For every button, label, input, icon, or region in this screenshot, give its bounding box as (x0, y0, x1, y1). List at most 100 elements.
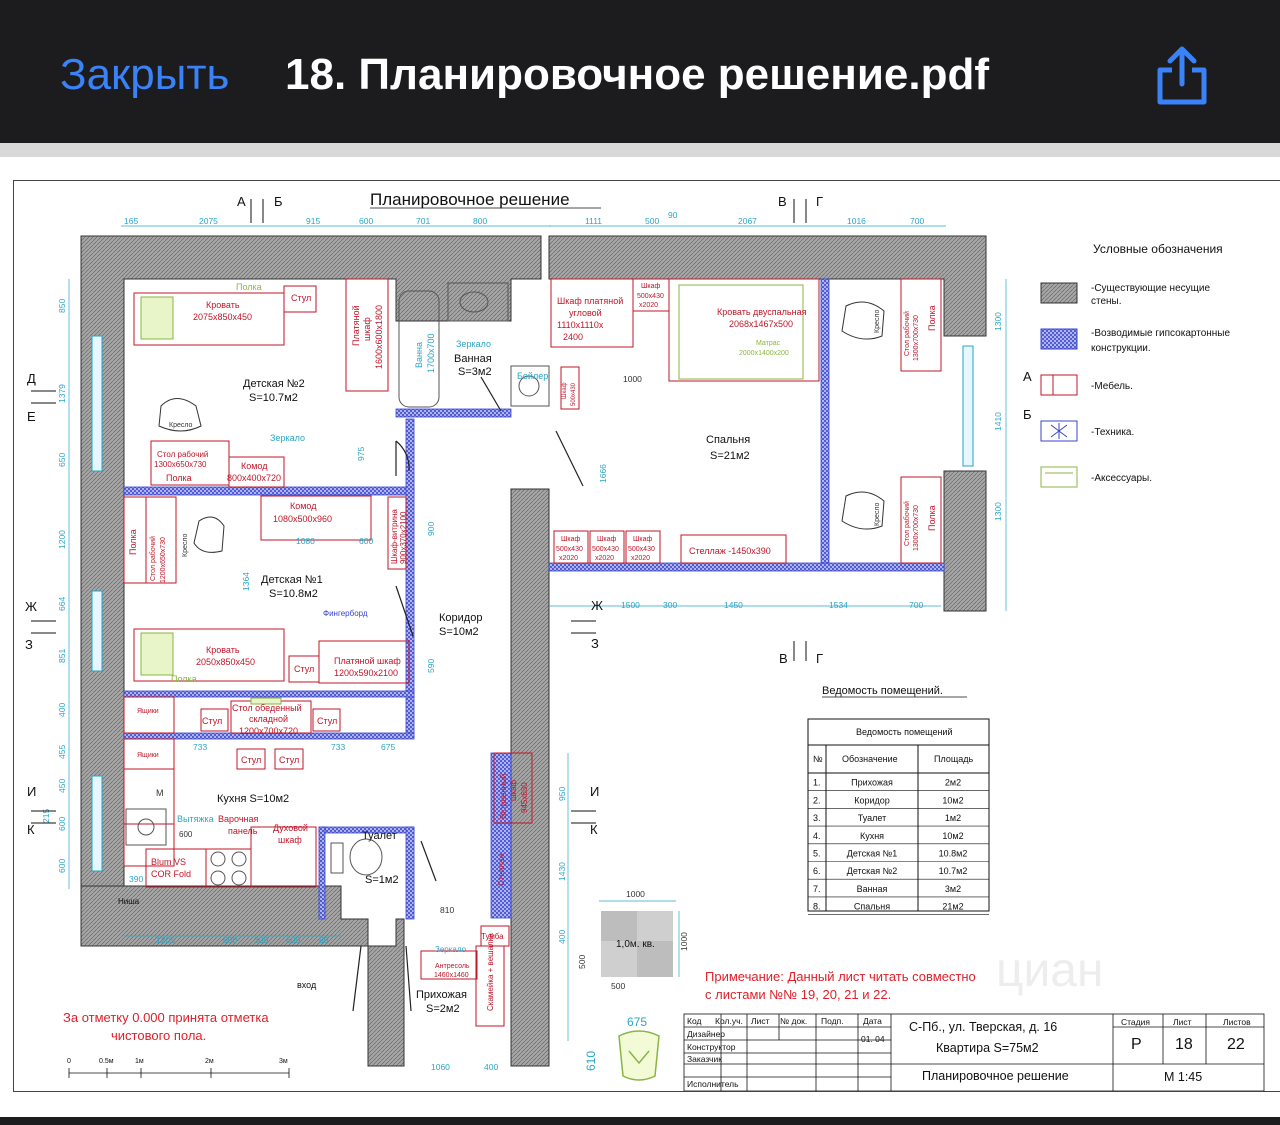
schedule-cell-n: 3. (813, 813, 821, 823)
svg-text:шкаф: шкаф (509, 779, 518, 801)
svg-text:1600x600x1800: 1600x600x1800 (374, 305, 384, 369)
svg-text:Д: Д (27, 371, 36, 386)
schedule-cell-name: Прихожая (851, 778, 893, 788)
svg-text:733: 733 (193, 742, 207, 752)
svg-text:Стол рабочий: Стол рабочий (149, 536, 157, 581)
svg-text:Шкаф-витрина: Шкаф-витрина (390, 509, 399, 564)
svg-text:Стул: Стул (291, 293, 311, 303)
svg-text:18: 18 (1175, 1036, 1193, 1053)
svg-text:Встроенный: Встроенный (499, 774, 508, 819)
schedule-cell-n: 5. (813, 849, 821, 859)
svg-text:И: И (27, 784, 36, 799)
svg-text:№: № (813, 754, 823, 764)
svg-text:2075: 2075 (199, 216, 218, 226)
svg-text:590: 590 (426, 659, 436, 673)
svg-text:800: 800 (473, 216, 487, 226)
svg-text:700: 700 (909, 600, 923, 610)
svg-text:Детская №1: Детская №1 (261, 574, 323, 586)
svg-text:чистового пола.: чистового пола. (111, 1028, 206, 1043)
svg-text:675: 675 (627, 1015, 647, 1029)
svg-text:90: 90 (668, 210, 678, 220)
schedule-cell-area: 10.8м2 (939, 849, 968, 859)
svg-text:1080: 1080 (296, 536, 315, 546)
svg-text:500: 500 (577, 955, 587, 969)
svg-text:Условные обозначения: Условные обозначения (1093, 242, 1223, 256)
svg-text:вход: вход (297, 980, 317, 990)
floor-plan-drawing: 165 2075 915 600 701 800 1111 500 90 206… (25, 190, 1265, 1092)
svg-text:Планировочное решение: Планировочное решение (922, 1069, 1069, 1083)
svg-text:1300x650x730: 1300x650x730 (154, 460, 207, 469)
document-title: 18. Планировочное решение.pdf (285, 50, 989, 99)
svg-text:1110x1110x: 1110x1110x (557, 320, 604, 330)
svg-text:500: 500 (645, 216, 659, 226)
svg-text:Комод: Комод (290, 501, 317, 511)
svg-text:Ниша: Ниша (118, 897, 140, 906)
svg-text:Тумба: Тумба (481, 932, 504, 941)
svg-text:Примечание: Данный лист читать: Примечание: Данный лист читать совместно (705, 969, 976, 984)
svg-text:Лист: Лист (1173, 1017, 1192, 1027)
svg-text:З: З (25, 637, 33, 652)
svg-text:За отметку 0.000 принята отмет: За отметку 0.000 принята отметка (63, 1010, 269, 1025)
svg-text:1200x700x720: 1200x700x720 (239, 726, 298, 736)
windows (91, 335, 974, 872)
dimension-lines (68, 225, 1007, 1041)
svg-text:Зеркало: Зеркало (456, 339, 491, 349)
schedule-cell-name: Кухня (860, 831, 884, 841)
svg-text:Платяной шкаф: Платяной шкаф (334, 656, 401, 666)
svg-text:Шкаф: Шкаф (633, 536, 653, 543)
svg-text:Стул: Стул (202, 716, 222, 726)
schedule-cell-area: 3м2 (945, 884, 961, 894)
svg-text:-Возводимые гипсокартонные: -Возводимые гипсокартонные (1091, 328, 1230, 339)
svg-text:Подп.: Подп. (821, 1016, 844, 1026)
svg-text:№ док.: № док. (780, 1016, 807, 1026)
svg-text:Стол рабочий: Стол рабочий (903, 311, 911, 356)
close-button[interactable]: Закрыть (60, 50, 230, 99)
svg-text:Код: Код (687, 1016, 701, 1026)
svg-text:733: 733 (331, 742, 345, 752)
svg-text:600: 600 (57, 817, 67, 831)
svg-text:Р: Р (1131, 1036, 1142, 1053)
svg-text:Духовой: Духовой (273, 823, 308, 833)
share-icon[interactable] (1150, 44, 1214, 108)
dimension-labels: 165 2075 915 600 701 800 1111 500 90 206… (41, 210, 1003, 1072)
svg-text:700: 700 (910, 216, 924, 226)
svg-text:800x400x720: 800x400x720 (227, 473, 281, 483)
svg-text:S=1м2: S=1м2 (365, 874, 399, 886)
svg-text:Конструктор: Конструктор (687, 1042, 736, 1052)
svg-text:COR Fold: COR Fold (151, 869, 191, 879)
svg-text:S=10.7м2: S=10.7м2 (249, 392, 298, 404)
svg-text:300: 300 (254, 935, 268, 945)
svg-text:Стул: Стул (294, 664, 314, 674)
svg-text:1м: 1м (135, 1058, 144, 1065)
svg-text:500x430: 500x430 (637, 293, 664, 300)
svg-text:Полка: Полка (171, 674, 197, 684)
svg-text:-Техника.: -Техника. (1091, 427, 1134, 438)
svg-text:915: 915 (306, 216, 320, 226)
room-labels: Детская №2 S=10.7м2 Детская №1 S=10.8м2 … (217, 353, 750, 1015)
svg-text:Обозначение: Обозначение (842, 754, 898, 764)
svg-text:А: А (237, 194, 246, 209)
svg-text:Стол рабочий: Стол рабочий (157, 450, 208, 459)
svg-text:1666: 1666 (598, 464, 608, 483)
svg-text:0.5м: 0.5м (99, 1058, 114, 1065)
svg-text:Скамейка + вешалка: Скамейка + вешалка (486, 933, 495, 1011)
svg-text:Заказчик: Заказчик (687, 1054, 722, 1064)
svg-text:Blum VS: Blum VS (151, 857, 186, 867)
schedule-cell-n: 8. (813, 902, 821, 912)
schedule-cell-name: Детская №2 (847, 866, 898, 876)
svg-text:Матрас: Матрас (756, 340, 781, 347)
svg-text:Кровать: Кровать (206, 300, 240, 310)
svg-text:Стадия: Стадия (1121, 1017, 1150, 1027)
svg-text:850: 850 (57, 299, 67, 313)
svg-text:450: 450 (57, 779, 67, 793)
svg-text:В: В (779, 651, 788, 666)
svg-text:2400: 2400 (563, 332, 583, 342)
svg-text:455: 455 (57, 745, 67, 759)
schedule-cell-name: Коридор (854, 795, 890, 805)
svg-text:Стол рабочий: Стол рабочий (903, 501, 911, 546)
svg-text:1500: 1500 (621, 600, 640, 610)
svg-text:215: 215 (41, 809, 51, 823)
schedule-cell-n: 4. (813, 831, 821, 841)
schedule-cell-area: 10.7м2 (939, 866, 968, 876)
svg-text:1534: 1534 (829, 600, 848, 610)
